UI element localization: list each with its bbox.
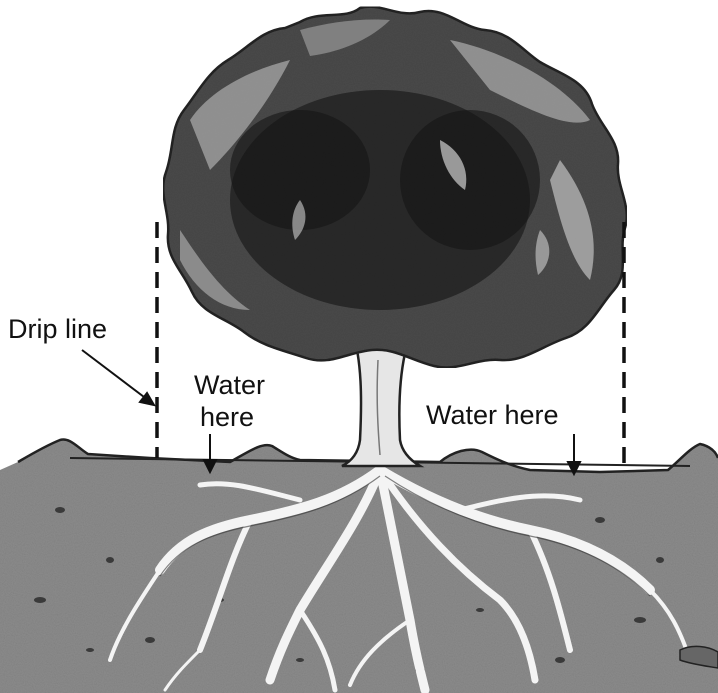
drip-line-label: Drip line [8, 314, 107, 344]
water-here-left-label-line2: here [200, 402, 254, 432]
water-here-right-arrow [568, 434, 580, 474]
drip-line-arrow [82, 350, 154, 405]
water-here-left-label-line1: Water [194, 370, 265, 400]
soil [0, 439, 718, 693]
water-here-right-label: Water here [426, 400, 559, 430]
